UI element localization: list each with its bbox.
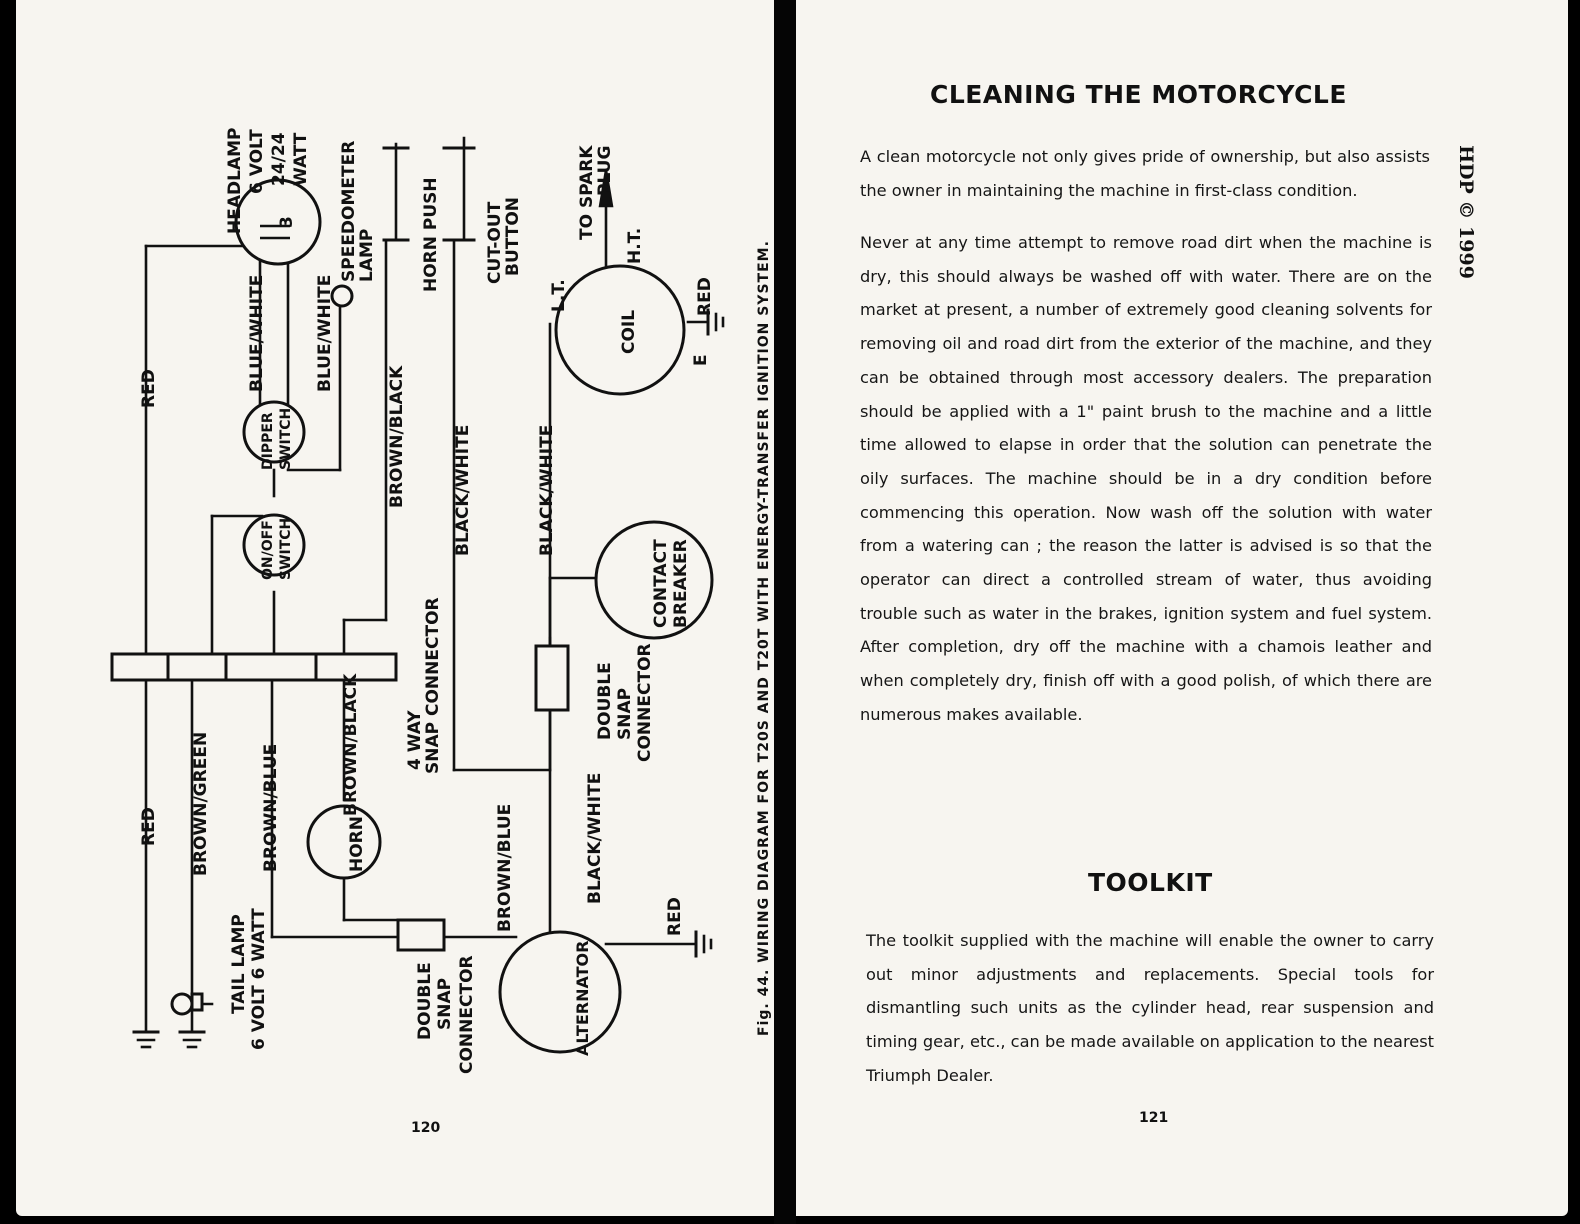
brown-green-label: BROWN/GREEN bbox=[191, 732, 211, 876]
book-spine bbox=[774, 0, 796, 1224]
dipper-switch-symbol bbox=[242, 400, 306, 464]
double-snap-top-2-label: SNAP bbox=[615, 688, 635, 740]
dipper-label: DIPPER bbox=[260, 412, 276, 470]
onoff-label: ON/OFF bbox=[260, 520, 276, 580]
double-snap-bottom-1-label: DOUBLE bbox=[415, 962, 435, 1040]
horn-label: HORN bbox=[347, 816, 367, 872]
wiring-diagram: HEADLAMP 6 VOLT 24/24 WATT 3 SPEEDOMETER… bbox=[110, 128, 772, 1074]
headlamp-watt-unit-label: WATT bbox=[291, 132, 311, 186]
double-snap-top-1-label: DOUBLE bbox=[595, 662, 615, 740]
snap-connector-label: SNAP CONNECTOR bbox=[423, 597, 443, 774]
to-spark-label: TO SPARK bbox=[577, 145, 597, 240]
headlamp-watt-label: 24/24 bbox=[269, 132, 289, 186]
red-top-label: RED bbox=[139, 369, 159, 408]
bulb-number-label: 3 bbox=[277, 216, 297, 228]
paragraph-cleaning-instructions: Never at any time attempt to remove road… bbox=[860, 233, 1432, 724]
black-white-2-label: BLACK/WHITE bbox=[537, 425, 557, 556]
headlamp-volt-label: 6 VOLT bbox=[247, 129, 267, 194]
paragraph-toolkit: The toolkit supplied with the machine wi… bbox=[866, 931, 1434, 1085]
alternator-symbol bbox=[498, 930, 622, 1054]
coil-symbol bbox=[554, 264, 686, 396]
right-page-text: CLEANING THE MOTORCYCLE A clean motorcyc… bbox=[796, 0, 1568, 1216]
dipper-switch-label: SWITCH bbox=[278, 408, 294, 470]
double-snap-top-3-label: CONNECTOR bbox=[635, 643, 655, 762]
copyright-stamp: HDP © 1999 bbox=[1455, 145, 1477, 279]
tail-lamp-label: TAIL LAMP bbox=[229, 914, 249, 1014]
figure-caption: Fig. 44. WIRING DIAGRAM FOR T20S AND T20… bbox=[756, 240, 772, 1036]
onoff-switch-label: SWITCH bbox=[278, 518, 294, 580]
page-number-left: 120 bbox=[411, 1120, 441, 1136]
brown-blue-1-label: BROWN/BLUE bbox=[261, 744, 281, 872]
speedometer-label: SPEEDOMETER bbox=[339, 141, 359, 282]
ht-label: H.T. bbox=[625, 228, 645, 264]
alternator-label: ALTERNATOR bbox=[573, 941, 592, 1056]
section-title-cleaning: CLEANING THE MOTORCYCLE bbox=[930, 80, 1347, 109]
double-snap-connector-bottom bbox=[396, 918, 446, 952]
tail-lamp-symbol bbox=[170, 992, 194, 1016]
contact-breaker-symbol bbox=[594, 520, 714, 640]
paragraph-cleaning-intro: A clean motorcycle not only gives pride … bbox=[860, 147, 1430, 200]
brown-black-top-label: BROWN/BLACK bbox=[387, 365, 407, 508]
blue-white-1-label: BLUE/WHITE bbox=[247, 275, 267, 392]
blue-white-2-label: BLUE/WHITE bbox=[315, 275, 335, 392]
brown-blue-2-label: BROWN/BLUE bbox=[495, 804, 515, 932]
double-snap-bottom-2-label: SNAP bbox=[435, 978, 455, 1030]
breaker-label: BREAKER bbox=[671, 539, 691, 628]
black-white-1-label: BLACK/WHITE bbox=[453, 425, 473, 556]
onoff-switch-symbol bbox=[242, 513, 306, 577]
horn-push-label: HORN PUSH bbox=[421, 177, 441, 292]
contact-label: CONTACT bbox=[651, 539, 671, 628]
cutout-button-label: BUTTON bbox=[503, 197, 523, 276]
coil-label: COIL bbox=[619, 310, 639, 354]
section-title-toolkit: TOOLKIT bbox=[1088, 868, 1213, 897]
headlamp-label: HEADLAMP bbox=[225, 128, 245, 234]
speedometer-lamp-label: LAMP bbox=[357, 229, 377, 282]
cutout-label: CUT-OUT bbox=[485, 201, 505, 284]
left-page-wiring-diagram: HEADLAMP 6 VOLT 24/24 WATT 3 SPEEDOMETER… bbox=[16, 0, 774, 1216]
brown-black-bottom-label: BROWN/BLACK bbox=[341, 673, 361, 816]
coil-e-label: E bbox=[691, 354, 711, 366]
tail-volt-label: 6 VOLT 6 WATT bbox=[249, 908, 269, 1050]
double-snap-bottom-3-label: CONNECTOR bbox=[457, 955, 477, 1074]
headlamp-symbol bbox=[234, 178, 322, 266]
page-number-right: 121 bbox=[1139, 1110, 1169, 1126]
red-bottom-label: RED bbox=[139, 807, 159, 846]
alt-red-label: RED bbox=[665, 897, 685, 936]
horn-symbol bbox=[306, 804, 382, 880]
four-way-label: 4 WAY bbox=[405, 710, 425, 770]
black-white-3-label: BLACK/WHITE bbox=[585, 773, 605, 904]
double-snap-connector-top bbox=[534, 644, 570, 712]
lt-label: L.T. bbox=[549, 279, 569, 312]
coil-red-label: RED bbox=[695, 277, 715, 316]
plug-label: PLUG bbox=[595, 146, 615, 196]
speedometer-lamp-symbol bbox=[330, 284, 354, 308]
